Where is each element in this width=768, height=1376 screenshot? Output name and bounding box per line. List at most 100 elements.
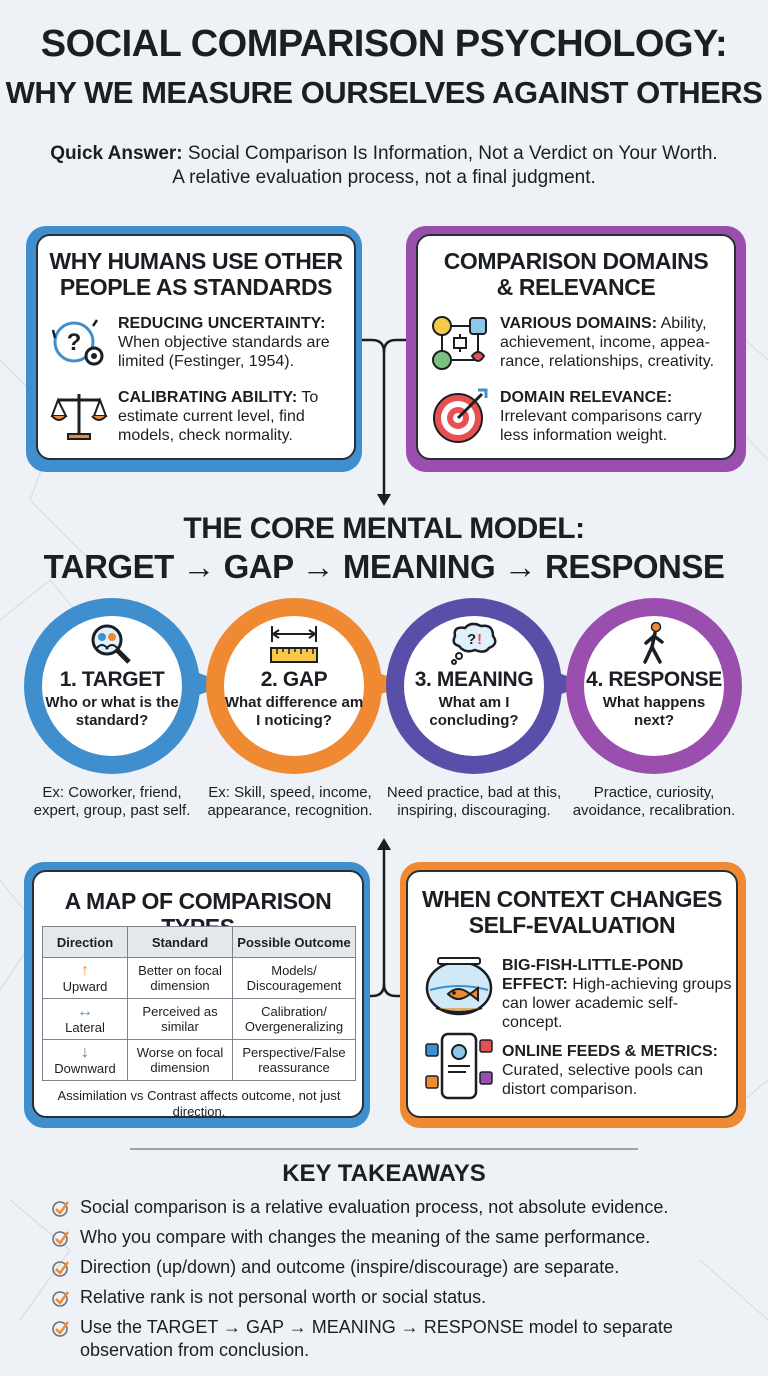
arrow-left-right-icon: ↔ (77, 1002, 93, 1020)
step-meaning-question: What am I concluding? (429, 694, 519, 729)
takeaways-divider (130, 1148, 638, 1150)
step-gap-inner (224, 616, 364, 756)
step-gap: 2. GAP What difference am I noticing? (206, 598, 382, 774)
quick-answer-line2: A relative evaluation process, not a fin… (172, 167, 596, 188)
step-response-question: What happens next? (602, 694, 706, 729)
table-cell-outcome: Models/ Discouragement (232, 957, 356, 999)
card-domains-item-2-label: DOMAIN RELEVANCE: (500, 389, 673, 406)
thought-bubble-icon: ? ! (451, 622, 497, 665)
target-icon (433, 388, 488, 443)
card-domains: COMPARISON DOMAINS & RELEVANCE VARIOUS D… (416, 234, 736, 460)
context-item-1-label: BIG-FISH-LITTLE-POND EFFECT: (502, 957, 684, 993)
step-target-title: 1. TARGET (59, 668, 165, 691)
table-cell-direction: ↑ Upward (42, 957, 128, 999)
card-context-title: WHEN CONTEXT CHANGES SELF-EVALUATION (408, 886, 736, 938)
table-header-outcome: Possible Outcome (232, 926, 356, 958)
step-response: 4. RESPONSE What happens next? (566, 598, 742, 774)
scale-icon (50, 394, 108, 440)
quick-answer-label: Quick Answer: (50, 143, 183, 164)
arrow-down-icon: ↓ (81, 1043, 89, 1061)
table-cell-standard: Worse on focal dimension (127, 1039, 233, 1081)
direction-label: Lateral (65, 1019, 105, 1035)
table-cell-direction: ↔ Lateral (42, 998, 128, 1040)
card-why-item-1-label: REDUCING UNCERTAINTY: (118, 315, 326, 332)
svg-text:?: ? (467, 631, 476, 648)
step-gap-title: 2. GAP (260, 668, 328, 691)
phone-feed-icon (425, 1032, 493, 1100)
card-domains-item-2-text: Irrelevant comparisons carry less inform… (500, 408, 702, 444)
card-why-item-1: REDUCING UNCERTAINTY: When objective sta… (118, 314, 350, 371)
card-domains-item-1-text: Ability, achievement, income, appea-ranc… (500, 315, 715, 370)
check-circle-icon (52, 1291, 69, 1307)
table-row: ↔ Lateral Perceived as similar Calibrati… (42, 998, 356, 1040)
card-domains-item-1: VARIOUS DOMAINS: Ability, achievement, i… (500, 314, 730, 371)
ruler-icon (270, 626, 318, 663)
card-why-title-line2: PEOPLE AS STANDARDS (59, 274, 333, 300)
core-model-title: THE CORE MENTAL MODEL: (183, 512, 585, 545)
table-row: ↑ Upward Better on focal dimension Model… (42, 957, 356, 999)
page-title: SOCIAL COMPARISON PSYCHOLOGY: (40, 23, 728, 65)
takeaway-text: Use the TARGET → GAP → MEANING → RESPONS… (80, 1317, 673, 1360)
table-header-standard: Standard (127, 926, 233, 958)
step-target-example: Ex: Coworker, friend, expert, group, pas… (33, 784, 191, 819)
svg-text:?: ? (67, 329, 82, 356)
table-cell-outcome: Calibration/ Overgeneralizing (232, 998, 356, 1040)
check-circle-icon (52, 1261, 69, 1277)
key-takeaways-title: KEY TAKEAWAYS (282, 1160, 486, 1187)
table-header-row: Direction Standard Possible Outcome (42, 926, 356, 958)
context-item-2-label: ONLINE FEEDS & METRICS: (502, 1043, 719, 1060)
step-response-example: Practice, curiosity, avoidance, recalibr… (572, 784, 736, 819)
card-context-title-line1: WHEN CONTEXT CHANGES (422, 886, 722, 912)
takeaway-text: Relative rank is not personal worth or s… (80, 1287, 487, 1307)
step-gap-question: What difference am I noticing? (224, 694, 364, 729)
direction-label: Upward (62, 978, 108, 994)
card-domains-title-line1: COMPARISON DOMAINS (443, 248, 709, 274)
step-target: 1. TARGET Who or what is the standard? (24, 598, 200, 774)
table-header-direction: Direction (42, 926, 128, 958)
table-row: ↓ Downward Worse on focal dimension Pers… (42, 1039, 356, 1081)
walking-person-icon (643, 622, 664, 664)
fishbowl-icon (425, 957, 493, 1016)
page-subtitle: WHY WE MEASURE OURSELVES AGAINST OTHERS (5, 75, 763, 110)
quick-answer-line1: Social Comparison Is Information, Not a … (187, 143, 718, 164)
takeaway-text: Social comparison is a relative evaluati… (80, 1197, 669, 1217)
card-why-item-2-text: To estimate current level, find models, … (118, 389, 319, 444)
core-model-subtitle: TARGET → GAP → MEANING → RESPONSE (43, 548, 725, 585)
table-cell-standard: Perceived as similar (127, 998, 233, 1040)
check-circle-icon (52, 1231, 69, 1247)
card-why-item-2-label: CALIBRATING ABILITY: (118, 389, 298, 406)
arrow-up-icon: ↑ (81, 961, 89, 979)
quick-answer: Quick Answer: Social Comparison Is Infor… (0, 142, 768, 190)
card-why-title-line1: WHY HUMANS USE OTHER (49, 248, 343, 274)
card-why-item-1-text: When objective standards are limited (Fe… (118, 334, 330, 370)
card-domains-title-line2: & RELEVANCE (496, 274, 656, 300)
card-domains-item-1-label: VARIOUS DOMAINS: (500, 315, 658, 332)
context-item-1-text: High-achieving groups can lower academic… (502, 976, 732, 1031)
step-response-title: 4. RESPONSE (586, 668, 722, 691)
takeaway-text: Who you compare with changes the meaning… (80, 1227, 651, 1247)
table-note: Assimilation vs Contrast affects outcome… (57, 1088, 341, 1119)
context-item-2-text: Curated, selective pools can distort com… (502, 1062, 703, 1098)
step-gap-example: Ex: Skill, speed, income, appearance, re… (207, 784, 373, 819)
step-meaning-title: 3. MEANING (414, 668, 534, 691)
card-domains-title: COMPARISON DOMAINS & RELEVANCE (418, 248, 734, 300)
table-cell-direction: ↓ Downward (42, 1039, 128, 1081)
step-meaning-example: Need practice, bad at this, inspiring, d… (386, 784, 562, 819)
magnifier-people-icon (91, 624, 131, 664)
svg-text:!: ! (477, 631, 482, 648)
domains-network-icon (432, 316, 487, 370)
takeaway-text: Direction (up/down) and outcome (inspire… (80, 1257, 620, 1277)
check-circle-icon (52, 1201, 69, 1217)
table-cell-outcome: Perspective/False reassurance (232, 1039, 356, 1081)
context-item-2: ONLINE FEEDS & METRICS: Curated, selecti… (502, 1042, 732, 1099)
check-circle-icon (52, 1321, 69, 1337)
card-why-item-2: CALIBRATING ABILITY: To estimate current… (118, 388, 350, 445)
comparison-types-table: Direction Standard Possible Outcome ↑ Up… (42, 926, 356, 1081)
context-item-1: BIG-FISH-LITTLE-POND EFFECT: High-achiev… (502, 956, 732, 1032)
step-meaning: ? ! 3. MEANING What am I concluding? (386, 598, 562, 774)
card-why-title: WHY HUMANS USE OTHER PEOPLE AS STANDARDS (38, 248, 354, 300)
card-context: WHEN CONTEXT CHANGES SELF-EVALUATION BIG… (406, 870, 738, 1118)
direction-label: Downward (54, 1060, 116, 1076)
card-domains-item-2: DOMAIN RELEVANCE: Irrelevant comparisons… (500, 388, 730, 445)
